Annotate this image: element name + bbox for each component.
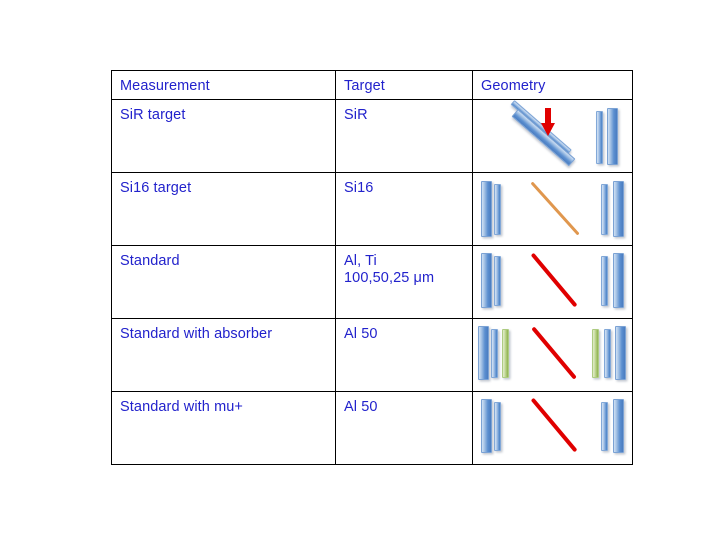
- cell-geometry: [472, 172, 633, 246]
- geometry-diagram-muplus: [473, 392, 632, 464]
- orange-diagonal-foil: [530, 181, 580, 236]
- cell-target: SiR: [335, 99, 473, 173]
- green-absorber-bar: [502, 329, 509, 378]
- cell-geometry: [472, 391, 633, 465]
- cell-geometry: [472, 318, 633, 392]
- table-row: Si16 target Si16: [111, 172, 633, 246]
- table-row: Standard with mu+ Al 50: [111, 391, 633, 465]
- target-label: Al 50: [344, 399, 378, 415]
- red-diagonal-foil: [531, 326, 577, 380]
- thick-blue-bar: [607, 108, 618, 165]
- cell-measurement: SiR target: [111, 99, 336, 173]
- target-label: Al, Ti 100,50,25 μm: [344, 253, 435, 286]
- measurement-label: Standard with mu+: [120, 399, 244, 415]
- thin-blue-bar: [601, 256, 608, 306]
- header-cell-measurement: Measurement: [111, 70, 336, 100]
- red-down-arrow-icon: [540, 108, 556, 138]
- cell-target: Al 50: [335, 391, 473, 465]
- thin-blue-bar: [494, 402, 501, 451]
- cell-measurement: Standard with mu+: [111, 391, 336, 465]
- measurement-table-wrapper: Measurement Target Geometry SiR target S…: [111, 70, 633, 465]
- header-cell-target: Target: [335, 70, 473, 100]
- geometry-diagram-absorber: [473, 319, 632, 391]
- geometry-diagram-si16: [473, 173, 632, 245]
- cell-geometry: [472, 99, 633, 173]
- thick-blue-bar: [481, 253, 492, 308]
- cell-measurement: Si16 target: [111, 172, 336, 246]
- thin-blue-bar: [491, 329, 498, 378]
- thin-blue-bar: [596, 111, 603, 164]
- cell-target: Si16: [335, 172, 473, 246]
- thick-blue-bar: [481, 181, 492, 237]
- header-label-target: Target: [344, 78, 385, 94]
- arrow-head: [541, 123, 555, 136]
- header-label-measurement: Measurement: [120, 78, 210, 94]
- measurement-label: Si16 target: [120, 180, 192, 196]
- thick-blue-bar: [613, 181, 624, 237]
- thick-blue-bar: [613, 399, 624, 453]
- target-label: Si16: [344, 180, 374, 196]
- thin-blue-bar: [494, 256, 501, 306]
- red-diagonal-foil: [530, 397, 578, 453]
- table-row: Standard with absorber Al 50: [111, 318, 633, 392]
- red-diagonal-foil: [530, 252, 578, 308]
- table-row: SiR target SiR: [111, 99, 633, 173]
- cell-measurement: Standard with absorber: [111, 318, 336, 392]
- arrow-shaft: [545, 108, 551, 125]
- measurement-label: SiR target: [120, 107, 186, 123]
- green-absorber-bar: [592, 329, 599, 378]
- table-row: Standard Al, Ti 100,50,25 μm: [111, 245, 633, 319]
- measurement-label: Standard with absorber: [120, 326, 273, 342]
- cell-measurement: Standard: [111, 245, 336, 319]
- geometry-diagram-sir: [473, 100, 632, 172]
- target-label: SiR: [344, 107, 368, 123]
- header-label-geometry: Geometry: [481, 78, 546, 94]
- thin-blue-bar: [604, 329, 611, 378]
- geometry-diagram-standard: [473, 246, 632, 318]
- thin-blue-bar: [601, 184, 608, 235]
- measurement-table: Measurement Target Geometry SiR target S…: [111, 70, 633, 465]
- measurement-label: Standard: [120, 253, 180, 269]
- header-cell-geometry: Geometry: [472, 70, 633, 100]
- thick-blue-bar: [481, 399, 492, 453]
- cell-geometry: [472, 245, 633, 319]
- thick-blue-bar: [478, 326, 489, 380]
- cell-target: Al, Ti 100,50,25 μm: [335, 245, 473, 319]
- table-header-row: Measurement Target Geometry: [111, 70, 633, 100]
- target-label: Al 50: [344, 326, 378, 342]
- cell-target: Al 50: [335, 318, 473, 392]
- thin-blue-bar: [494, 184, 501, 235]
- thick-blue-bar: [615, 326, 626, 380]
- thick-blue-bar: [613, 253, 624, 308]
- thin-blue-bar: [601, 402, 608, 451]
